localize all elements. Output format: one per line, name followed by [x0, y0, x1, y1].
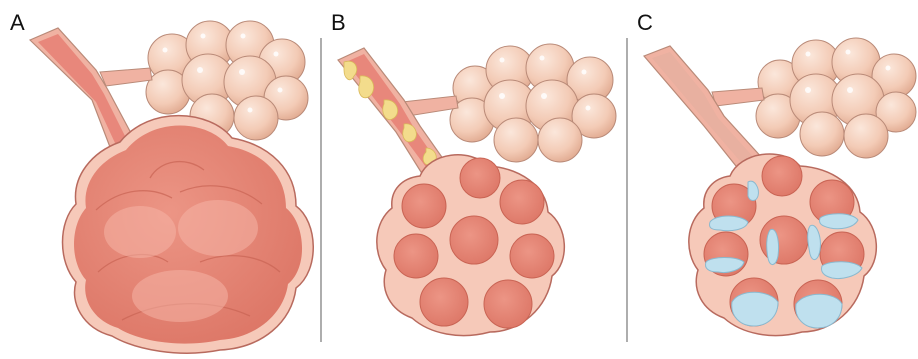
panel-b [338, 44, 616, 336]
panel-label-c: C [637, 10, 653, 35]
alveolar-cluster-icon [450, 44, 616, 162]
bronchiole-branch [100, 68, 152, 86]
alveolar-cluster-icon [756, 38, 916, 158]
panel-c [644, 38, 916, 336]
dilated-alveolar-sac-icon [63, 116, 314, 354]
panel-a [30, 21, 313, 353]
panel-label-b: B [331, 10, 346, 35]
alveolar-sac-icon [689, 154, 877, 336]
panel-label-a: A [10, 10, 25, 35]
bronchiole-icon [644, 46, 764, 176]
bronchiole-branch [712, 88, 764, 106]
alveolar-sac-icon [377, 155, 565, 336]
